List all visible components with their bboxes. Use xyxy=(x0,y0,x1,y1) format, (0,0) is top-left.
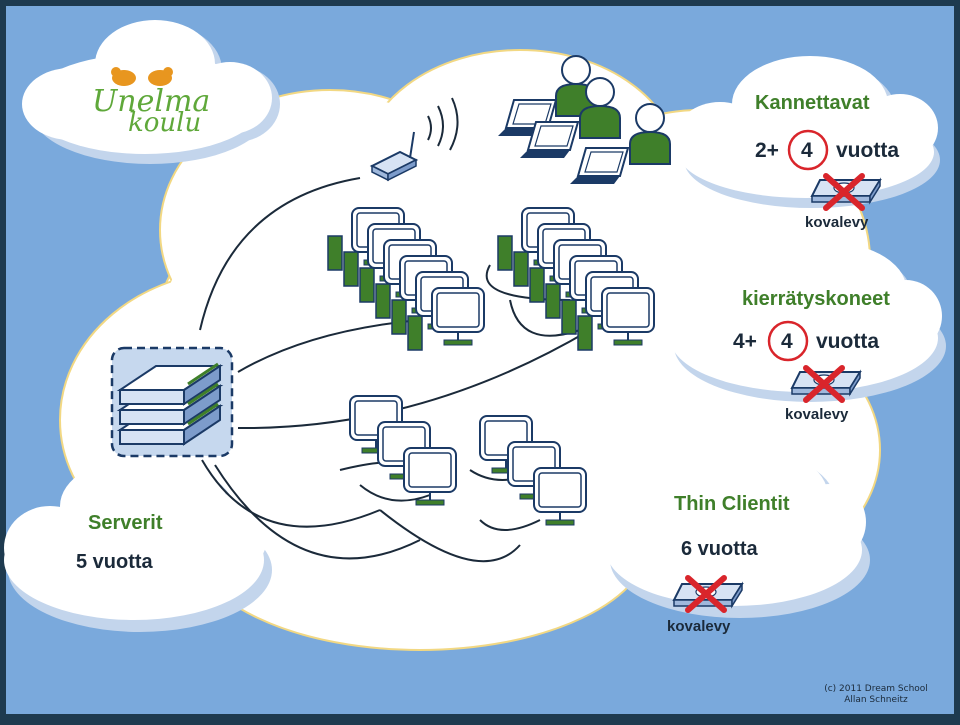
thin-clients-lifespan: 6 vuotta xyxy=(681,538,758,560)
laptops-suffix: vuotta xyxy=(836,139,899,162)
copyright-credit: (c) 2011 Dream School Allan Schneitz xyxy=(812,684,940,706)
recycled-years-circle xyxy=(767,320,809,362)
laptops-disk-label: kovalevy xyxy=(805,214,869,231)
logo-text-line2: koulu xyxy=(128,108,202,138)
laptops-years: 4 xyxy=(801,139,813,162)
wifi-signal-icon xyxy=(427,97,459,151)
wireless-router-icon xyxy=(369,131,419,182)
thin-clients-cloud xyxy=(606,446,870,618)
recycled-cloud xyxy=(668,240,946,402)
recycled-prefix: 4+ xyxy=(733,330,757,353)
recycled-title: kierrätyskoneet xyxy=(742,288,890,310)
servers-title: Serverit xyxy=(88,512,163,534)
recycled-disk-label: kovalevy xyxy=(785,406,849,423)
laptops-years-circle xyxy=(787,129,829,171)
servers-lifespan: 5 vuotta xyxy=(76,551,153,573)
thin-clients-disk-label: kovalevy xyxy=(667,618,731,635)
credit-line2: Allan Schneitz xyxy=(844,695,908,705)
recycled-suffix: vuotta xyxy=(816,330,879,353)
servers-cloud xyxy=(4,456,272,632)
logo-text-line1: Unelma xyxy=(92,84,211,119)
logo-birds-icon xyxy=(111,67,173,86)
laptops-prefix: 2+ xyxy=(755,139,779,162)
laptops-title: Kannettavat xyxy=(755,92,870,114)
thin-clients-title: Thin Clientit xyxy=(674,493,790,515)
recycled-years: 4 xyxy=(781,330,793,353)
credit-line1: (c) 2011 Dream School xyxy=(824,684,928,694)
server-rack-icon xyxy=(110,346,234,458)
logo-cloud xyxy=(22,20,280,164)
